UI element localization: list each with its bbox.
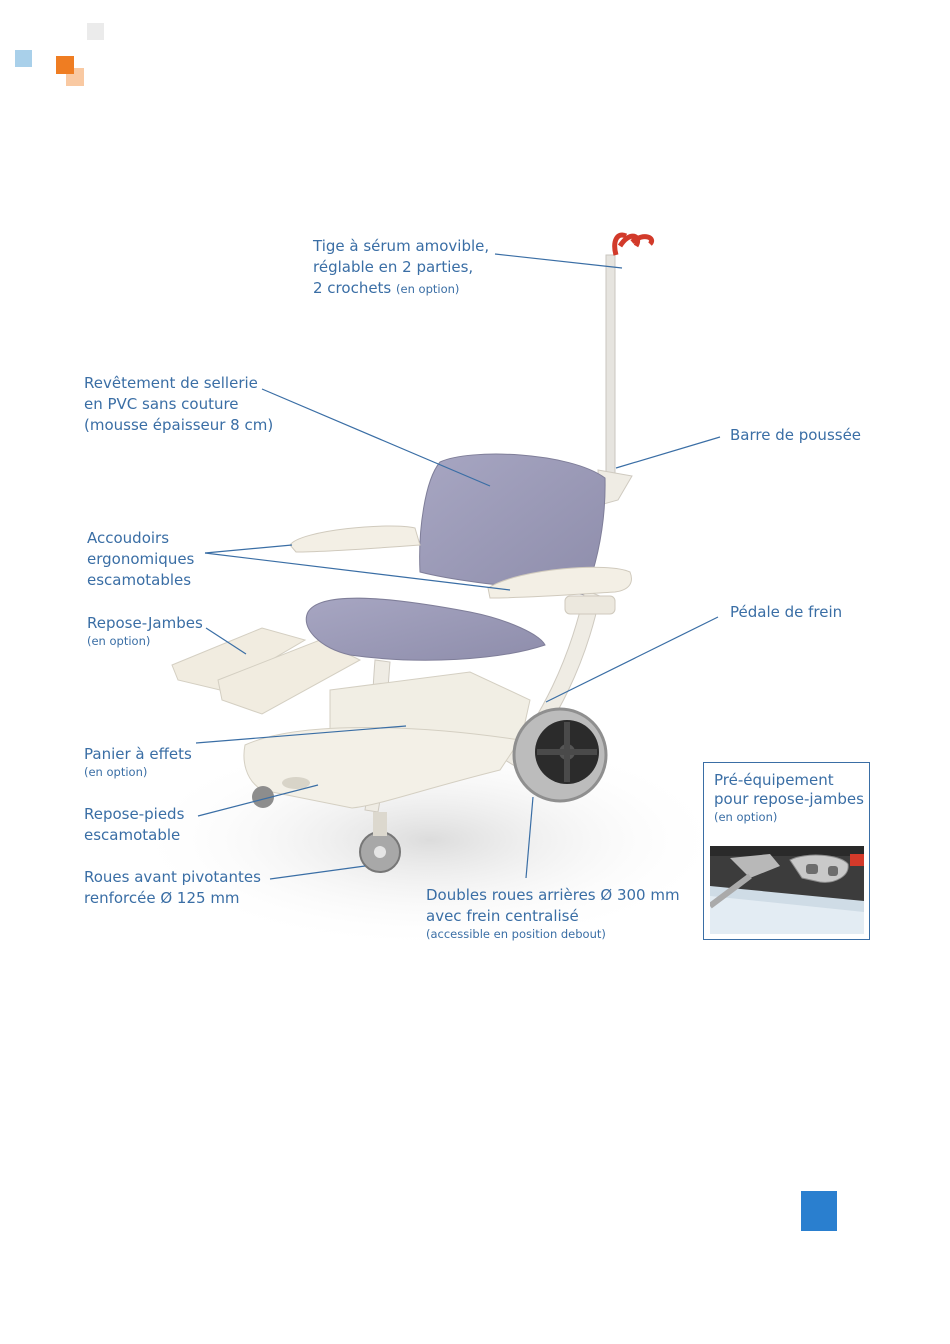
label-serum: Tige à sérum amovible, réglable en 2 par…	[313, 236, 489, 300]
label-panier: Panier à effets (en option)	[84, 744, 192, 780]
label-roues-arriere-line-1: Doubles roues arrières Ø 300 mm	[426, 886, 680, 904]
label-panier-line-1: Panier à effets	[84, 745, 192, 763]
leader-panier	[195, 725, 407, 744]
label-serum-line-3: 2 crochets	[313, 279, 392, 297]
label-accoudoirs-line-3: escamotables	[87, 571, 192, 589]
seat	[305, 597, 546, 661]
label-pedale-line-1: Pédale de frein	[730, 603, 843, 621]
footrest-platform	[243, 727, 521, 809]
leader-repose-jambes	[205, 627, 247, 655]
label-repose-jambes-note: (en option)	[87, 634, 151, 648]
inset-line-1: Pré-équipement	[714, 771, 834, 789]
label-panier-note: (en option)	[84, 765, 148, 779]
leader-sellerie	[261, 388, 491, 487]
leader-accoudoir-right	[204, 552, 511, 591]
label-repose-jambes-line-1: Repose-Jambes	[87, 614, 203, 632]
leader-barre	[615, 436, 721, 469]
leader-serum	[494, 253, 623, 269]
shower-chair-illustration	[130, 232, 730, 950]
front-caster-left	[252, 786, 274, 808]
label-sellerie-line-2: en PVC sans couture	[84, 395, 239, 413]
label-roues-avant-line-2: renforcée Ø 125 mm	[84, 889, 240, 907]
leader-lines	[195, 253, 721, 880]
inset-text: Pré-équipement pour repose-jambes (en op…	[714, 771, 864, 826]
label-roues-arriere: Doubles roues arrières Ø 300 mm avec fre…	[426, 885, 680, 942]
label-sellerie-line-3: (mousse épaisseur 8 cm)	[84, 416, 274, 434]
label-pedale: Pédale de frein	[730, 602, 842, 623]
inset-note: (en option)	[714, 810, 778, 824]
leader-accoudoir-left	[204, 544, 293, 554]
leader-pedale	[545, 616, 719, 703]
inset-photo	[710, 846, 864, 934]
rear-wheel-spokes	[537, 722, 597, 782]
inset-pre-equipement: Pré-équipement pour repose-jambes (en op…	[703, 762, 870, 940]
label-roues-avant: Roues avant pivotantes renforcée Ø 125 m…	[84, 867, 261, 909]
leader-roues-avant	[269, 865, 366, 880]
label-sellerie-line-1: Revêtement de sellerie	[84, 374, 258, 392]
label-barre-line-1: Barre de poussée	[730, 426, 862, 444]
armrest-left	[289, 525, 421, 553]
label-serum-line-1: Tige à sérum amovible,	[313, 237, 490, 255]
label-serum-note: (en option)	[396, 282, 460, 296]
leader-repose-pieds	[197, 784, 319, 817]
label-repose-jambes: Repose-Jambes (en option)	[87, 613, 203, 649]
label-roues-arriere-note: (accessible en position debout)	[426, 927, 606, 941]
deco-square-orange	[56, 56, 74, 74]
label-serum-line-2: réglable en 2 parties,	[313, 258, 474, 276]
label-repose-pieds: Repose-pieds escamotable	[84, 804, 184, 846]
label-roues-arriere-line-2: avec frein centralisé	[426, 907, 579, 925]
footrest-handle	[282, 777, 310, 789]
iv-hook	[612, 232, 654, 256]
label-roues-avant-line-1: Roues avant pivotantes	[84, 868, 261, 886]
leader-roues-arriere	[525, 796, 534, 879]
armrest-right	[487, 566, 632, 599]
label-accoudoirs-line-2: ergonomiques	[87, 550, 195, 568]
label-barre: Barre de poussée	[730, 425, 861, 446]
caster-fork	[373, 812, 387, 836]
deco-square-grey	[87, 23, 104, 40]
deco-square-blue	[15, 50, 32, 67]
page-marker	[801, 1191, 837, 1231]
label-repose-pieds-line-2: escamotable	[84, 826, 181, 844]
armrest-bracket	[564, 595, 616, 615]
label-repose-pieds-line-1: Repose-pieds	[84, 805, 185, 823]
front-caster-hub	[374, 846, 386, 858]
label-sellerie: Revêtement de sellerie en PVC sans coutu…	[84, 373, 273, 436]
label-accoudoirs: Accoudoirs ergonomiques escamotables	[87, 528, 194, 591]
inset-line-2: pour repose-jambes	[714, 790, 864, 808]
label-accoudoirs-line-1: Accoudoirs	[87, 529, 170, 547]
leg-rest-right	[217, 639, 362, 715]
